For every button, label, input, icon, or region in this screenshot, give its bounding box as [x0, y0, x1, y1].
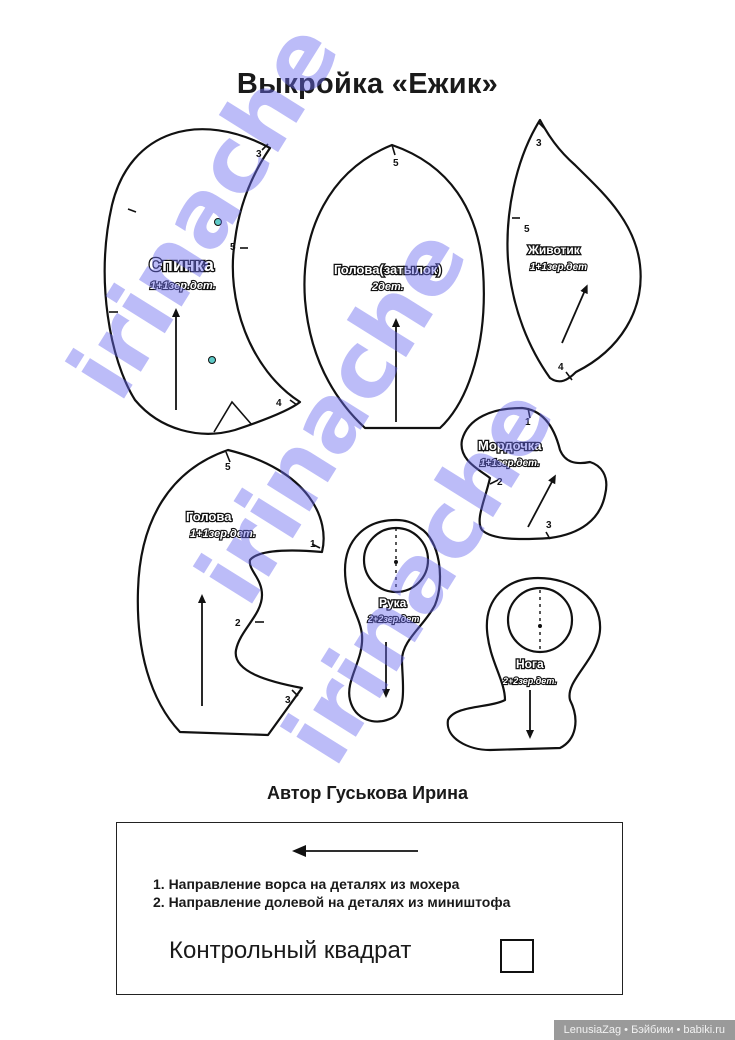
piece-count: 2+2зер.дет.: [502, 676, 557, 686]
mark-number: 4: [558, 362, 564, 373]
piece-count: 1+1зер.дет: [530, 262, 587, 273]
grain-arrow: [527, 474, 556, 528]
mark-number: 3: [546, 520, 552, 531]
mark-number: 5: [393, 158, 399, 169]
mark-number: 5: [524, 224, 530, 235]
direction-arrow: [292, 845, 418, 857]
legend-box: 1. Направление ворса на деталях из мохер…: [116, 822, 623, 995]
marker-dot: [208, 356, 216, 364]
piece-golova: 5 1 2 3 Голова 1+1зер.дет.: [136, 448, 325, 737]
piece-spinka: 3 5 4 Спинка 1+1зер.дет.: [103, 128, 302, 435]
mark-number: 5: [225, 462, 231, 473]
control-square: [500, 939, 534, 973]
mark-number: 3: [536, 138, 542, 149]
mark-number: 3: [256, 149, 262, 160]
mark-number: 1: [310, 539, 316, 550]
control-square-label: Контрольный квадрат: [169, 937, 412, 964]
piece-label: Голова(затылок): [334, 262, 442, 277]
credits-badge: LenusiaZag • Бэйбики • babiki.ru: [553, 1020, 735, 1040]
mark-number: 2: [235, 618, 241, 629]
author-credit: Автор Гуськова Ирина: [266, 783, 469, 803]
piece-count: 2+2зер.дет: [367, 614, 419, 624]
piece-count: 1+1зер.дет.: [150, 280, 216, 292]
piece-mordochka: 1 2 3 Мордочка 1+1зер.дет.: [460, 406, 608, 541]
piece-label: Спинка: [149, 255, 215, 275]
mark-number: 5: [230, 242, 236, 253]
piece-noga: Нога 2+2зер.дет.: [446, 576, 602, 752]
piece-label: Мордочка: [478, 438, 542, 453]
piece-count: 2дет.: [371, 281, 404, 293]
grain-arrow: [561, 284, 588, 344]
piece-label: Животик: [527, 243, 581, 257]
legend-item-2: 2. Направление долевой на деталях из мин…: [153, 894, 511, 910]
piece-label: Голова: [186, 509, 232, 524]
mark-number: 3: [285, 695, 291, 706]
piece-ruka: Рука 2+2зер.дет: [343, 518, 442, 723]
piece-golova-zatylok: 5 Голова(затылок) 2дет.: [303, 143, 485, 430]
piece-count: 1+1зер.дет.: [480, 458, 540, 469]
mark-number: 1: [525, 417, 531, 428]
piece-count: 1+1зер.дет.: [190, 528, 256, 540]
mark-number: 4: [276, 398, 282, 409]
page-title: Выкройка «Ежик»: [236, 68, 499, 100]
piece-zhivotik: 3 5 4 Животик 1+1зер.дет: [506, 118, 642, 383]
marker-dot: [214, 218, 222, 226]
piece-label: Рука: [379, 596, 407, 610]
piece-label: Нога: [516, 657, 544, 671]
legend-items: 1. Направление ворса на деталях из мохер…: [153, 875, 510, 911]
mark-number: 2: [497, 477, 503, 488]
legend-item-1: 1. Направление ворса на деталях из мохер…: [153, 876, 460, 892]
